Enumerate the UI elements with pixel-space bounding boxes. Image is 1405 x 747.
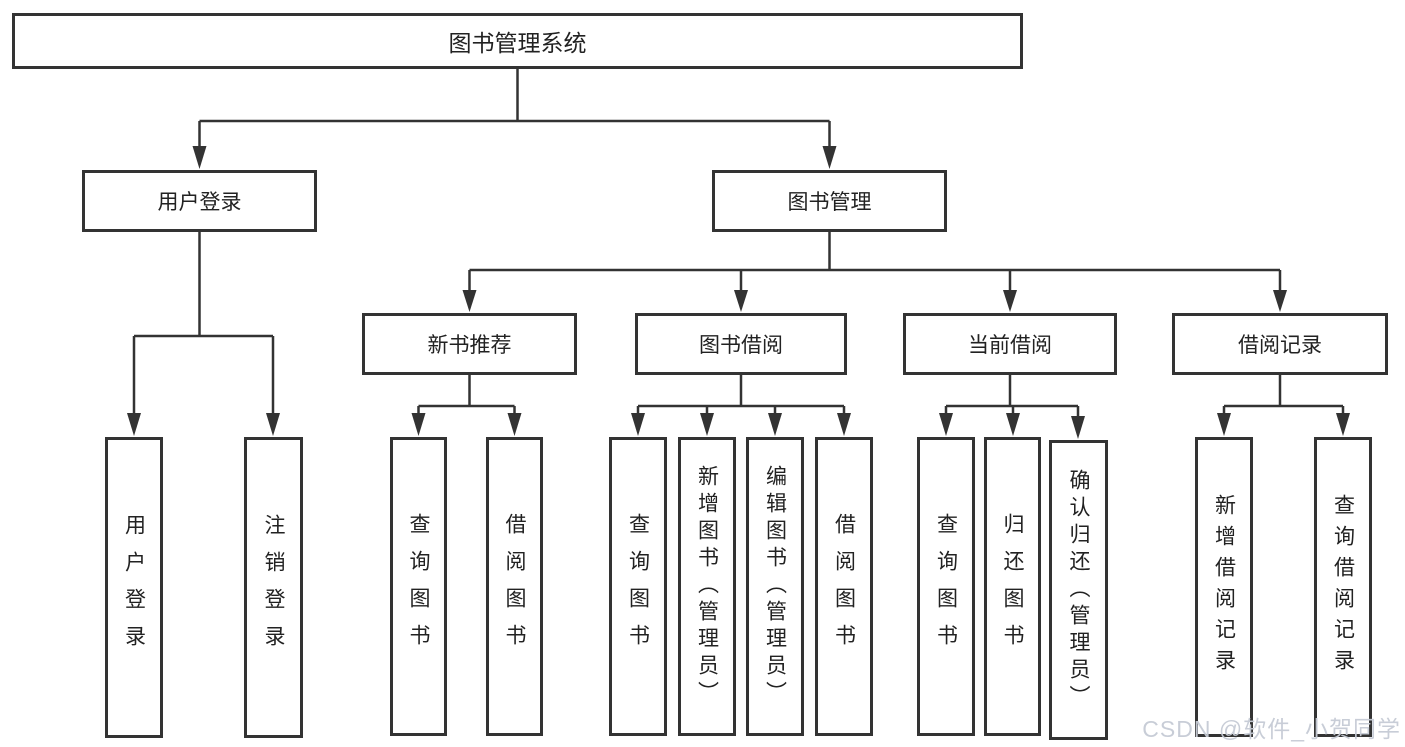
leaf-borrow-edit-book-admin: 编辑图书（管理员）	[746, 437, 804, 736]
leaf-user-login: 用户登录	[105, 437, 163, 738]
leaf-current-confirm-return-admin: 确认归还（管理员）	[1049, 440, 1108, 740]
node-user-login: 用户登录	[82, 170, 317, 232]
leaf-rec-query-book: 查询图书	[390, 437, 447, 736]
node-book-management: 图书管理	[712, 170, 947, 232]
node-library-system: 图书管理系统	[12, 13, 1023, 69]
node-borrow-record: 借阅记录	[1172, 313, 1388, 375]
leaf-borrow-borrow-book: 借阅图书	[815, 437, 873, 736]
node-book-borrow: 图书借阅	[635, 313, 847, 375]
leaf-rec-borrow-book: 借阅图书	[486, 437, 543, 736]
node-current-borrow: 当前借阅	[903, 313, 1117, 375]
leaf-record-add: 新增借阅记录	[1195, 437, 1253, 737]
csdn-watermark: CSDN @软件_小贺同学	[1142, 716, 1401, 742]
node-new-book-recommend: 新书推荐	[362, 313, 577, 375]
leaf-logout: 注销登录	[244, 437, 303, 738]
leaf-borrow-query-book: 查询图书	[609, 437, 667, 736]
leaf-record-query: 查询借阅记录	[1314, 437, 1372, 737]
leaf-borrow-add-book-admin: 新增图书（管理员）	[678, 437, 736, 736]
leaf-current-query-book: 查询图书	[917, 437, 975, 736]
leaf-current-return-book: 归还图书	[984, 437, 1041, 736]
